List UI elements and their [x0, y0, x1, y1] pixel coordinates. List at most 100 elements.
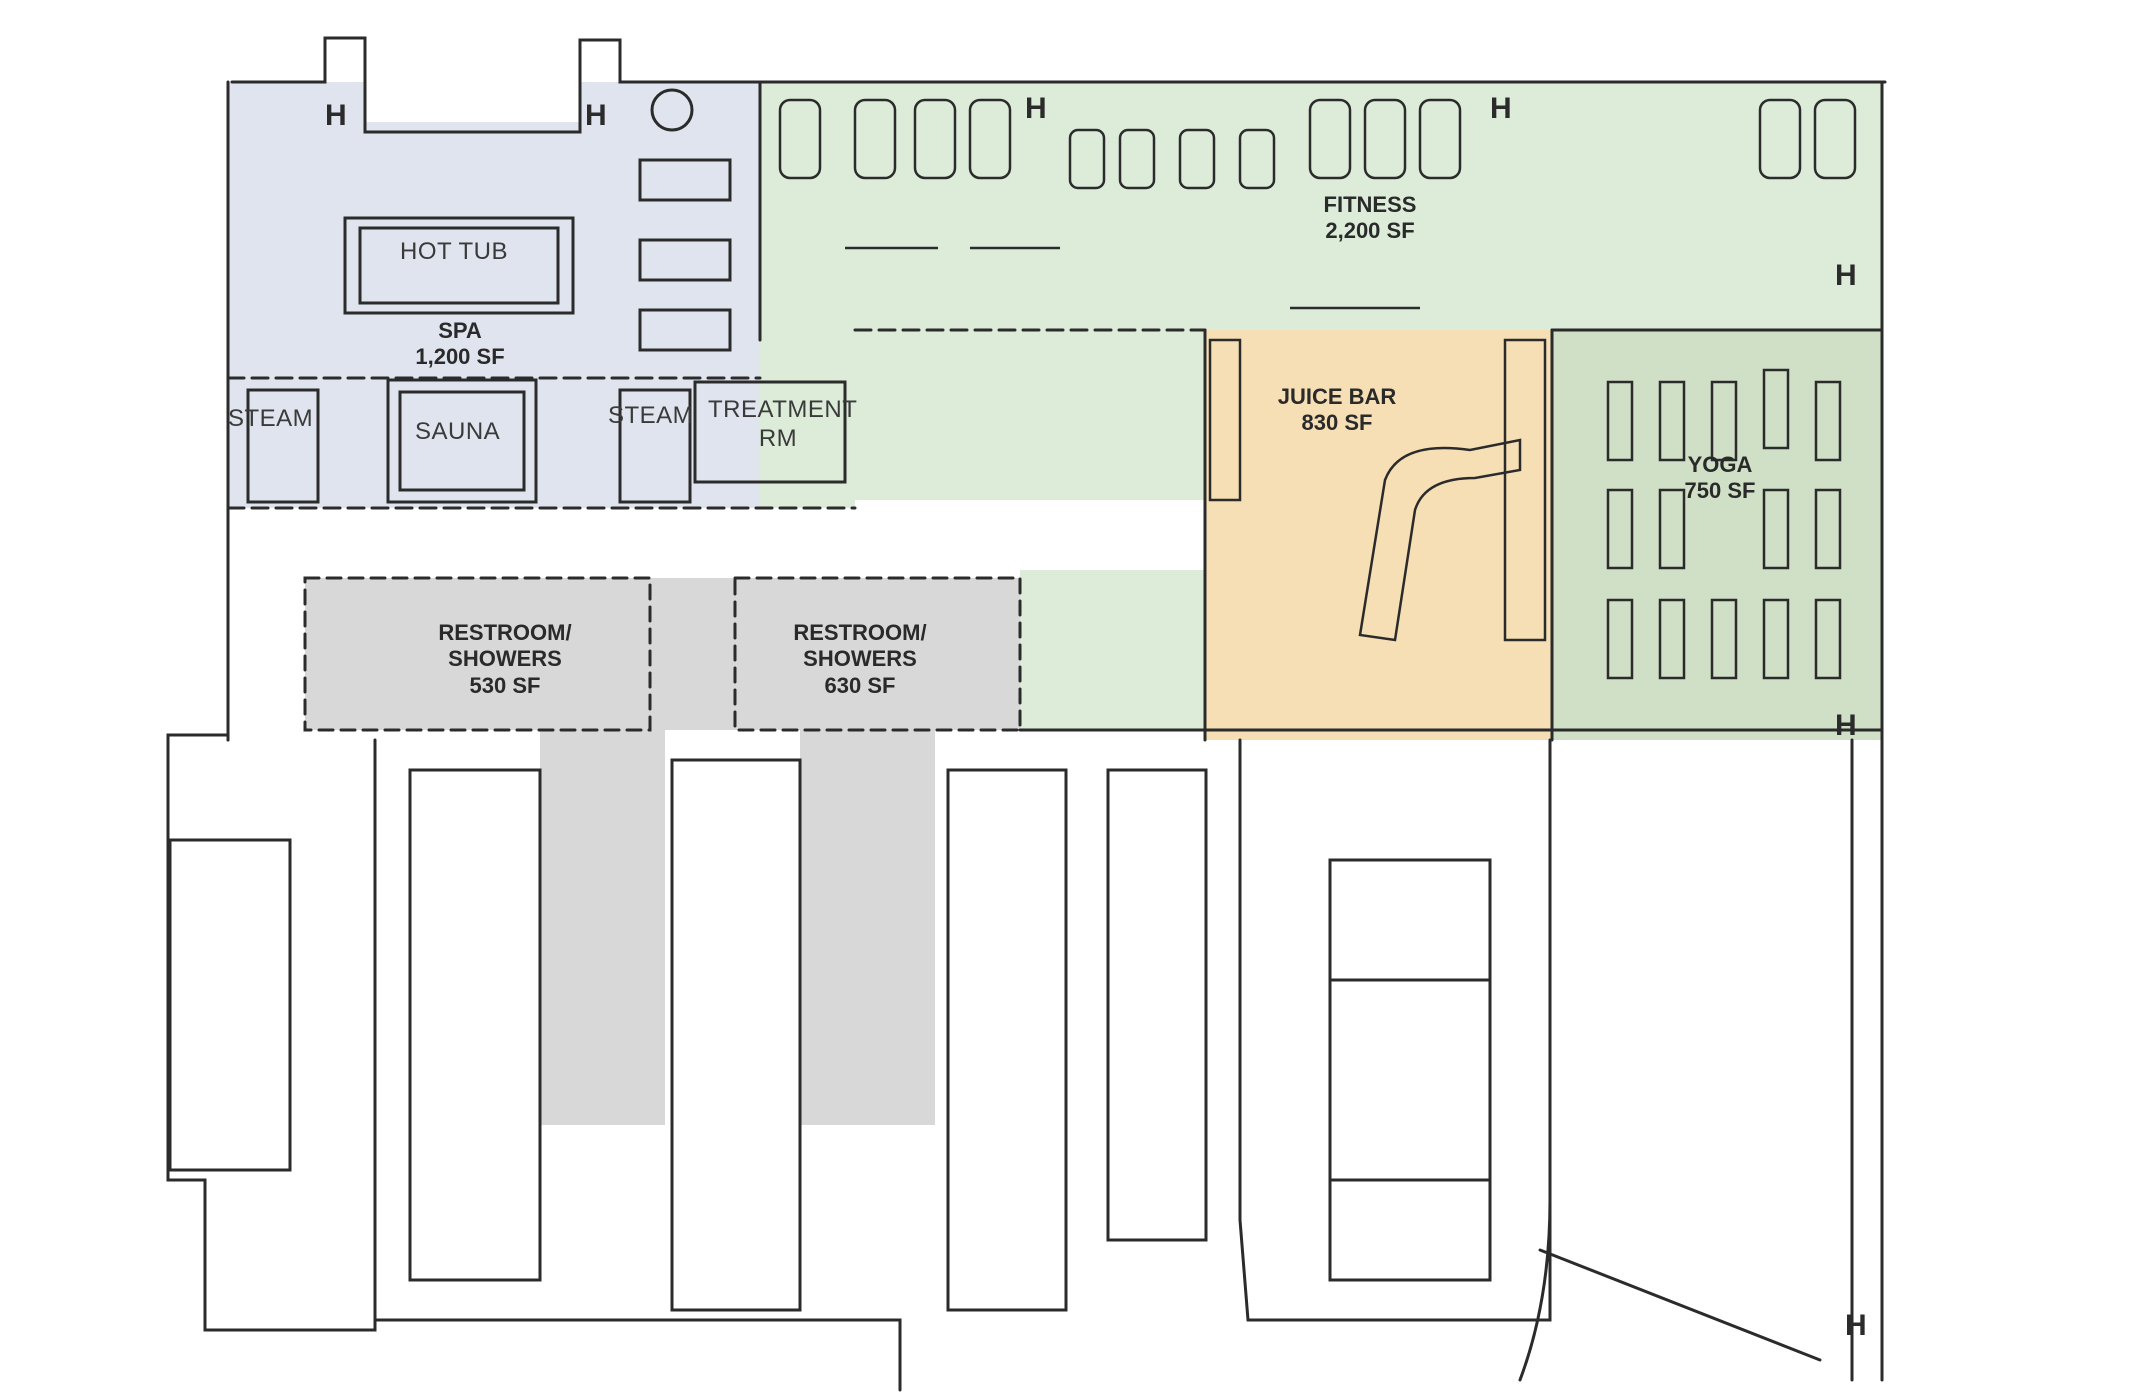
spa-name: SPA	[438, 318, 482, 343]
elevator-marker: H	[1845, 1309, 1867, 1342]
yoga-mat	[1814, 380, 1842, 462]
yoga-mat	[1658, 488, 1686, 570]
restroom-right-outline	[733, 576, 1022, 732]
curved-boundary	[1518, 1198, 1552, 1382]
yoga-mat	[1658, 380, 1686, 462]
yoga-mat	[1606, 598, 1634, 680]
yoga-mat	[1762, 598, 1790, 680]
hot-tub-label: HOT TUB	[400, 238, 508, 265]
elevator-marker: H	[1835, 709, 1857, 742]
elevator-markers: H H H H H H H	[325, 92, 1867, 1342]
juice-bar-area: 830 SF	[1301, 410, 1373, 436]
juice-bar-label: JUICE BAR 830 SF	[1262, 384, 1412, 437]
bench-seating	[1503, 338, 1547, 642]
unit-stack-3	[946, 768, 1068, 1312]
yoga-mat	[1606, 380, 1634, 462]
treadmill	[1363, 98, 1407, 180]
fitness-label: FITNESS 2,200 SF	[1300, 192, 1440, 245]
spa-zone	[228, 82, 760, 508]
restroom-left-outline	[303, 576, 652, 732]
elevator-marker: H	[1835, 259, 1857, 292]
treatment-room	[693, 380, 847, 484]
treadmill	[1758, 98, 1802, 180]
yoga-mats	[1606, 368, 1842, 680]
unit-stack-1	[408, 768, 542, 1282]
lower-outline-west	[166, 733, 377, 1332]
yoga-mat	[1606, 488, 1634, 570]
juice-bar-zone	[1205, 330, 1552, 740]
yoga-label: YOGA 750 SF	[1660, 452, 1780, 505]
treadmill	[853, 98, 897, 180]
yoga-mat	[1658, 598, 1686, 680]
fitness-name: FITNESS	[1323, 192, 1417, 217]
fitness-equipment	[778, 98, 1857, 310]
treatment-line1: TREATMENT	[708, 396, 858, 423]
elliptical	[1068, 128, 1106, 190]
yoga-mat	[1814, 598, 1842, 680]
fitness-area: 2,200 SF	[1325, 218, 1415, 244]
yoga-name: YOGA	[1687, 452, 1753, 477]
yoga-mat	[1762, 488, 1790, 570]
fitness-zone	[760, 82, 1882, 508]
lower-outline-south	[373, 1318, 902, 1392]
sauna-outline	[386, 378, 538, 504]
treatment-label: TREATMENT RM	[708, 396, 858, 454]
sauna-label: SAUNA	[415, 418, 501, 445]
hot-tub-inner	[358, 226, 560, 305]
steam-right-label: STEAM	[608, 402, 694, 429]
unit-stack-5	[1328, 858, 1492, 1282]
yoga-mat	[1814, 488, 1842, 570]
unit-stack-2	[670, 758, 802, 1312]
elliptical	[1238, 128, 1276, 190]
elevator-marker: H	[325, 99, 347, 132]
restroom-left-line1: RESTROOM/	[438, 620, 572, 645]
steam-left-label: STEAM	[228, 405, 314, 432]
treadmill	[1308, 98, 1352, 180]
restroom-left-line2: SHOWERS	[448, 646, 562, 672]
restroom-right-area: 630 SF	[824, 672, 896, 698]
yoga-mat	[1762, 368, 1790, 450]
stair-left	[168, 838, 292, 1172]
spa-area: 1,200 SF	[415, 344, 505, 370]
elevator-marker: H	[1025, 92, 1047, 125]
lounger	[638, 308, 732, 352]
shelving	[1208, 338, 1242, 502]
unit-stack-4	[1106, 768, 1208, 1242]
spa-table	[650, 88, 694, 132]
walls	[166, 36, 1887, 1392]
sauna-inner	[398, 390, 526, 492]
angled-boundary	[1538, 1248, 1822, 1362]
stair-right	[1328, 978, 1492, 1182]
yoga-mat	[1710, 380, 1738, 462]
restroom-right-label: RESTROOM/ SHOWERS 630 SF	[775, 620, 945, 699]
elevator-marker: H	[585, 99, 607, 132]
bar-counter	[1358, 438, 1522, 642]
lounger	[638, 158, 732, 202]
elliptical	[1118, 128, 1156, 190]
steam-right-room	[618, 388, 692, 504]
lounger	[638, 238, 732, 282]
restroom-zone	[305, 578, 1020, 1125]
spa-label: SPA 1,200 SF	[400, 318, 520, 371]
restroom-left-label: RESTROOM/ SHOWERS 530 SF	[420, 620, 590, 699]
zone-fills	[228, 82, 1882, 1125]
steam-left-room	[246, 388, 320, 504]
yoga-mat	[1710, 598, 1738, 680]
elliptical	[1178, 128, 1216, 190]
treadmill	[1418, 98, 1462, 180]
lower-outline-east	[1238, 738, 1552, 1322]
north-wall	[230, 36, 1887, 134]
hot-tub-outline	[343, 216, 575, 315]
elevator-marker: H	[1490, 92, 1512, 125]
treadmill	[968, 98, 1012, 180]
restroom-right-line1: RESTROOM/	[793, 620, 927, 645]
restroom-left-area: 530 SF	[469, 672, 541, 698]
juice-bar-counter	[1208, 338, 1547, 642]
restroom-right-line2: SHOWERS	[803, 646, 917, 672]
treadmill	[778, 98, 822, 180]
fitness-annex-zone	[1020, 570, 1205, 730]
treadmill	[913, 98, 957, 180]
yoga-area: 750 SF	[1684, 478, 1756, 504]
treatment-line2: RM	[758, 424, 798, 452]
